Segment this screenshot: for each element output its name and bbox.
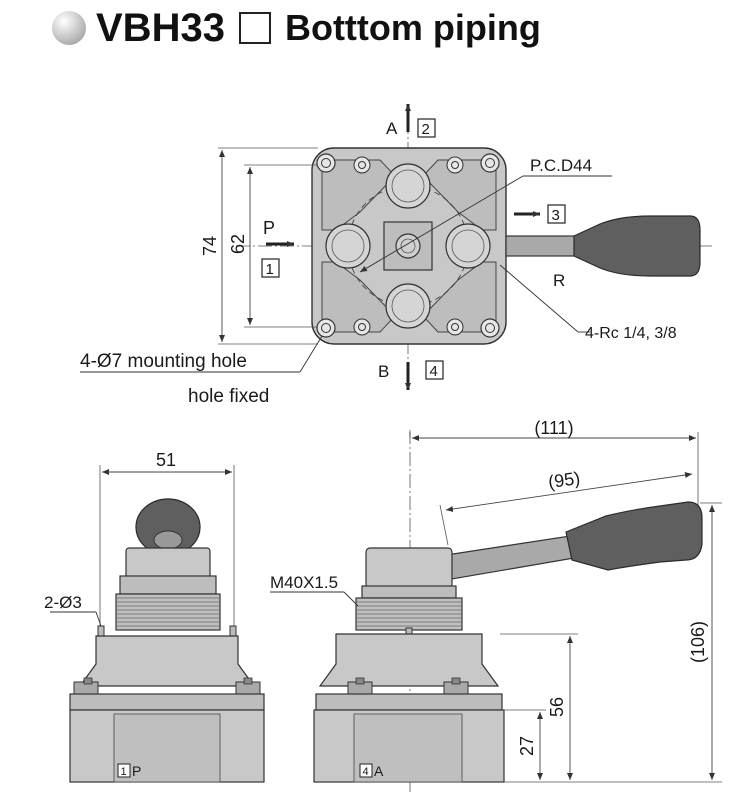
top-view: A 2 B 4 P 1 3 R 74 62 P.C.D44 bbox=[80, 104, 712, 407]
side-view: (111) (95) M40X1.5 bbox=[270, 418, 722, 792]
model-title: VBH33 bbox=[96, 5, 225, 50]
port-a-letter: A bbox=[386, 119, 398, 138]
dim-56: 56 bbox=[547, 697, 567, 717]
port-b-letter: B bbox=[378, 362, 389, 381]
port-p-number: 1 bbox=[266, 261, 274, 278]
pin-label: 2-Ø3 bbox=[44, 593, 82, 612]
side-port-number: 4 bbox=[363, 766, 369, 778]
port-r-letter: R bbox=[553, 271, 565, 290]
port-a-number: 2 bbox=[422, 121, 430, 138]
front-port-number: 1 bbox=[121, 766, 127, 778]
rc-thread-label: 4-Rc 1/4, 3/8 bbox=[585, 325, 677, 342]
lever-handle-top bbox=[573, 215, 701, 277]
dim-62: 62 bbox=[228, 234, 248, 254]
dim-74: 74 bbox=[200, 236, 220, 256]
bullet-icon bbox=[52, 11, 86, 45]
dim-106: (106) bbox=[688, 621, 708, 663]
mounting-holes bbox=[316, 153, 500, 338]
front-port-letter: P bbox=[132, 763, 141, 779]
title-description: Botttom piping bbox=[284, 7, 541, 48]
dim-95: (95) bbox=[547, 468, 581, 492]
checkbox-square bbox=[238, 12, 271, 44]
port-b-number: 4 bbox=[430, 363, 438, 380]
port-p-letter: P bbox=[263, 218, 275, 238]
pcd-label: P.C.D44 bbox=[530, 156, 592, 175]
dim-27: 27 bbox=[517, 736, 537, 756]
thread-label: M40X1.5 bbox=[270, 573, 338, 592]
mounting-hole-label: 4-Ø7 mounting hole bbox=[80, 351, 247, 372]
lever-handle-side bbox=[565, 501, 703, 571]
dim-111: (111) bbox=[534, 418, 573, 438]
title-row: VBH33 Botttom piping bbox=[52, 2, 541, 54]
hole-fixed-label: hole fixed bbox=[188, 386, 269, 407]
side-port-letter: A bbox=[374, 763, 384, 779]
front-view: 51 A N B 2-Ø3 1 bbox=[44, 450, 265, 783]
dim-51: 51 bbox=[156, 450, 176, 470]
port-r-number: 3 bbox=[552, 207, 560, 224]
